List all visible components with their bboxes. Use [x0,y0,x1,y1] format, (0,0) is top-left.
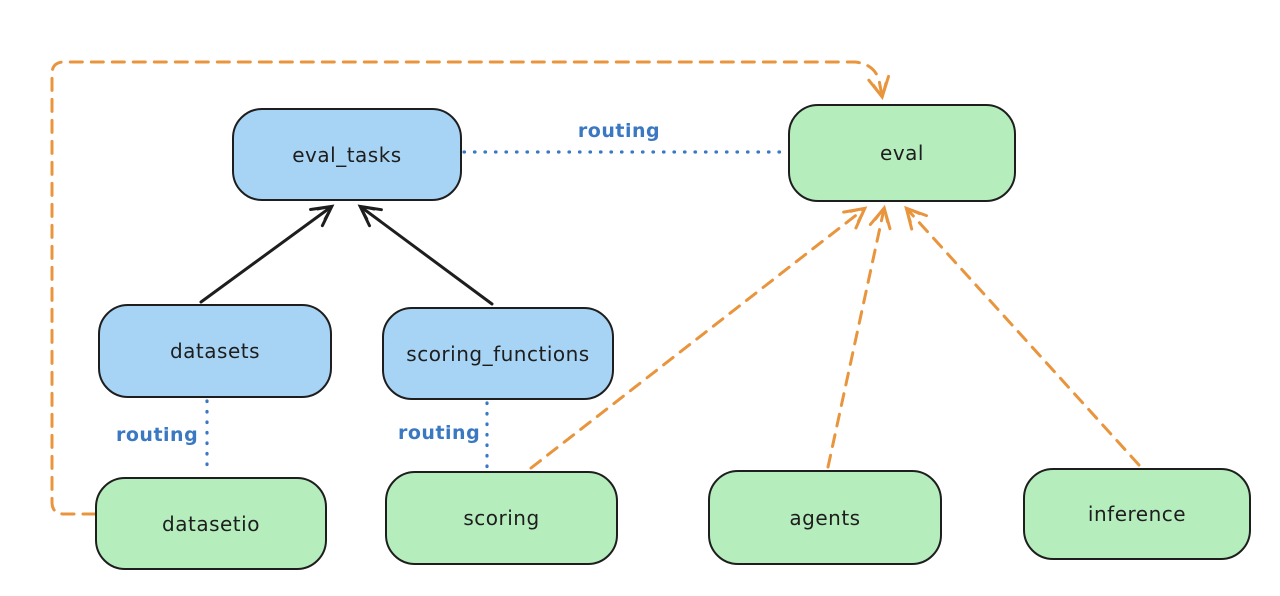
node-agents-label: agents [789,505,861,530]
node-eval-label: eval [880,141,924,165]
routing-label-datasets-datasetio: routing [116,424,199,446]
node-datasetio: datasetio [95,477,327,570]
edge-datasets-eval_tasks [199,204,335,304]
routing-label-scoring_functions-scoring: routing [398,422,481,444]
node-eval-tasks: eval_tasks [232,108,462,201]
edge-scoring_functions-eval_tasks [357,204,494,306]
node-inference-label: inference [1087,502,1187,526]
node-scoring-functions: scoring_functions [382,307,614,400]
node-datasets: datasets [98,304,332,398]
routing-label-eval_tasks-eval: routing [577,120,661,142]
node-eval: eval [788,104,1016,202]
node-datasetio-label: datasetio [162,511,260,536]
edge-inference-eval [904,205,1141,467]
node-datasets-label: datasets [169,339,261,363]
node-scoring: scoring [385,471,618,565]
node-scoring-functions-label: scoring_functions [406,341,590,366]
edge-agents-eval [826,204,892,469]
edge-scoring-eval [529,206,868,470]
node-eval-tasks-label: eval_tasks [292,142,402,167]
node-agents: agents [708,470,942,565]
node-inference: inference [1023,468,1251,560]
edge-datasetio-eval [50,60,891,516]
node-scoring-label: scoring [463,506,540,530]
